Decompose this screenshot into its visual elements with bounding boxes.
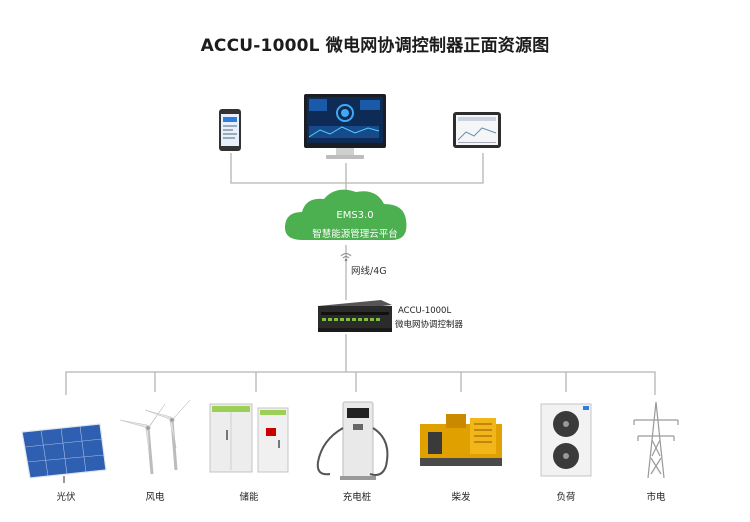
solar-panel-icon	[21, 423, 107, 483]
device-label-charger: 充电桩	[342, 492, 372, 503]
device-label-storage: 储能	[239, 492, 259, 503]
controller-model: ACCU-1000L	[398, 306, 452, 316]
device-label-grid: 市电	[646, 492, 666, 503]
page-title: ACCU-1000L 微电网协调控制器正面资源图	[200, 36, 550, 56]
device-label-solar: 光伏	[56, 492, 76, 503]
device-label-generator: 柴发	[451, 492, 471, 503]
diesel-generator-icon	[420, 414, 502, 466]
cloud-platform-name: 智慧能源管理云平台	[312, 229, 398, 240]
ev-charger-icon	[316, 401, 389, 480]
cloud-platform-version: EMS3.0	[336, 210, 374, 221]
device-label-wind: 风电	[145, 492, 165, 503]
cloud-shape	[284, 189, 407, 240]
smartphone-icon	[219, 109, 241, 151]
device-bus	[65, 371, 656, 395]
wifi-icon	[340, 253, 352, 262]
uplink-label: 网线/4G	[351, 266, 387, 277]
monitor-icon	[304, 94, 386, 159]
controller-name: 微电网协调控制器	[395, 320, 464, 330]
power-tower-icon	[633, 401, 679, 479]
battery-cabinet-icon	[209, 403, 289, 473]
tablet-icon	[453, 112, 501, 148]
controller-device	[318, 300, 392, 332]
hvac-load-icon	[540, 403, 592, 477]
device-label-load: 负荷	[556, 492, 576, 503]
wind-turbine-icon	[119, 399, 191, 475]
